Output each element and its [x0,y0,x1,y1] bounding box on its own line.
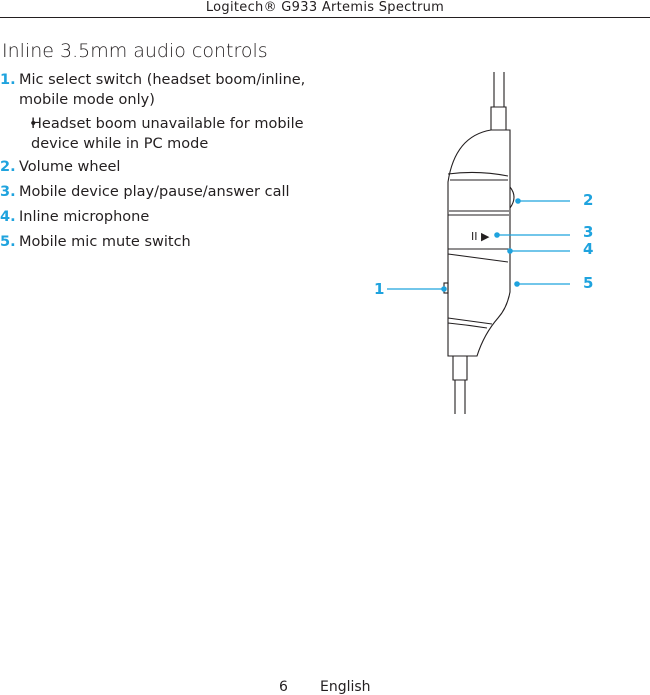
document-header: Logitech® G933 Artemis Spectrum [205,0,445,15]
callout-5: 5 [583,274,593,292]
item-text: Mic select switch (headset boom/inline, … [19,72,306,108]
header-divider [0,17,650,18]
item-number: 4. [0,209,16,225]
item-number: 5. [0,234,16,250]
remote-body [447,129,511,357]
item-text: Inline microphone [19,209,150,225]
item-number: 1. [0,72,16,88]
item-number: 2. [0,159,16,175]
item-text: Volume wheel [19,159,121,175]
item-number: 3. [0,184,16,200]
page-number: 6 [279,679,288,695]
item-text: Mobile mic mute switch [19,234,191,250]
subitem-text: Headset boom unavailable for mobile devi… [31,116,304,152]
strain-relief-bottom [452,355,468,381]
bullet-icon: • [29,116,38,132]
inline-remote-diagram: II ▶ 1 2 3 4 5 [374,72,593,414]
play-pause-icon: II ▶ [471,230,490,243]
callout-2: 2 [583,191,593,209]
callout-4: 4 [583,240,593,258]
callout-1: 1 [374,280,384,298]
section-title: Inline 3.5mm audio controls [2,40,268,62]
footer-language: English [320,679,371,695]
callout-3: 3 [583,223,593,241]
item-text: Mobile device play/pause/answer call [19,184,290,200]
volume-wheel [509,186,515,209]
strain-relief-top [490,106,507,131]
